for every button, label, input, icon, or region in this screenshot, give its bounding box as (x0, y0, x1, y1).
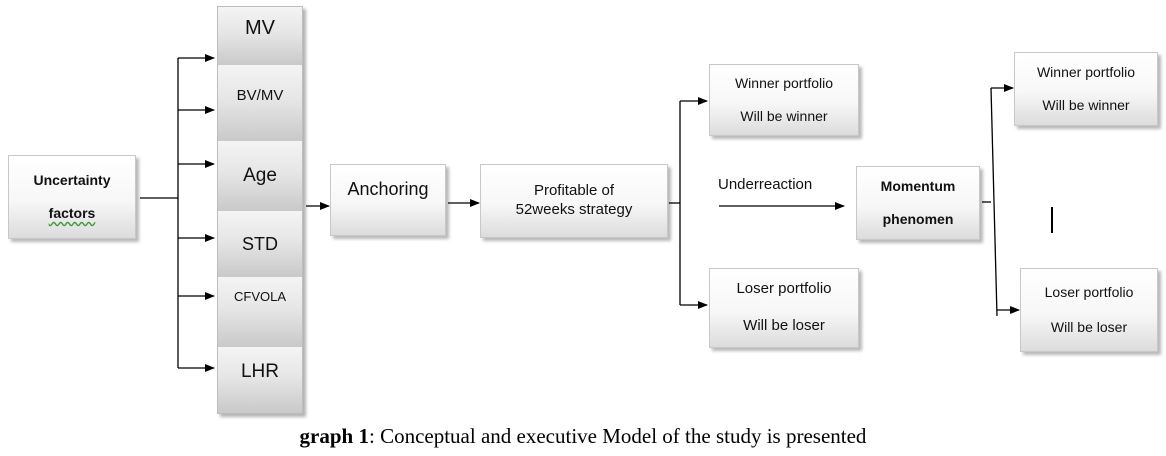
factor-mv: MV (218, 7, 302, 65)
loser-line2: Will be loser (743, 317, 825, 334)
caption-label: graph 1 (299, 424, 369, 448)
caption-text: : Conceptual and executive Model of the … (368, 424, 867, 448)
final-loser-line2: Will be loser (1050, 319, 1128, 335)
momentum-line1: Momentum (880, 177, 956, 194)
profitable-box: Profitable of 52weeks strategy (480, 164, 668, 238)
factors-label: factors (48, 205, 96, 221)
winner-line2: Will be winner (740, 108, 828, 124)
figure-caption: graph 1: Conceptual and executive Model … (0, 424, 1166, 449)
underreaction-label: Underreaction (718, 176, 813, 193)
factor-std: STD (218, 211, 302, 277)
winner-portfolio-box: Winner portfolio Will be winner (709, 64, 859, 136)
uncertainty-factors-box: Uncertainty factors (8, 155, 136, 239)
loser-line1: Loser portfolio (736, 280, 832, 298)
final-loser-line1: Loser portfolio (1044, 283, 1134, 300)
profitable-line2: 52weeks strategy (515, 201, 633, 218)
anchoring-box: Anchoring (330, 164, 446, 236)
factor-stack: MV BV/MV Age STD CFVOLA LHR (217, 6, 303, 414)
factor-cfvola: CFVOLA (218, 277, 302, 347)
final-loser-portfolio-box: Loser portfolio Will be loser (1020, 268, 1158, 352)
momentum-line2: phenomen (882, 211, 954, 227)
final-winner-line1: Winner portfolio (1036, 63, 1136, 80)
loser-portfolio-box: Loser portfolio Will be loser (709, 268, 859, 348)
factor-bv-mv: BV/MV (218, 65, 302, 141)
anchoring-label: Anchoring (347, 179, 429, 199)
uncertainty-label: Uncertainty (33, 171, 111, 188)
final-winner-line2: Will be winner (1042, 97, 1130, 113)
momentum-box: Momentum phenomen (856, 166, 980, 240)
final-winner-portfolio-box: Winner portfolio Will be winner (1014, 52, 1158, 126)
factor-age: Age (218, 141, 302, 211)
factor-lhr: LHR (218, 347, 302, 413)
winner-line1: Winner portfolio (734, 74, 834, 91)
profitable-line1: Profitable of (533, 182, 615, 200)
